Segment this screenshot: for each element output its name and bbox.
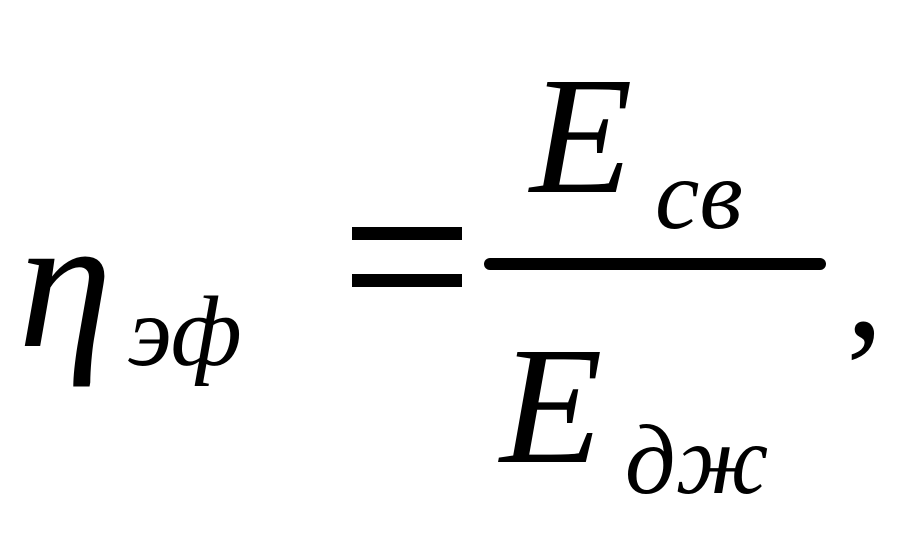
denominator-subscript: дж [625, 404, 769, 515]
trailing-comma: , [846, 204, 884, 370]
numerator-subscript: св [655, 139, 743, 250]
eta-symbol: η [18, 178, 113, 388]
numerator-symbol: E [530, 43, 633, 229]
equals-sign-top-bar [352, 227, 462, 240]
fraction-bar [484, 258, 826, 270]
equals-sign-bottom-bar [352, 274, 462, 287]
denominator-symbol: E [500, 313, 603, 499]
eta-subscript: эф [128, 276, 242, 387]
